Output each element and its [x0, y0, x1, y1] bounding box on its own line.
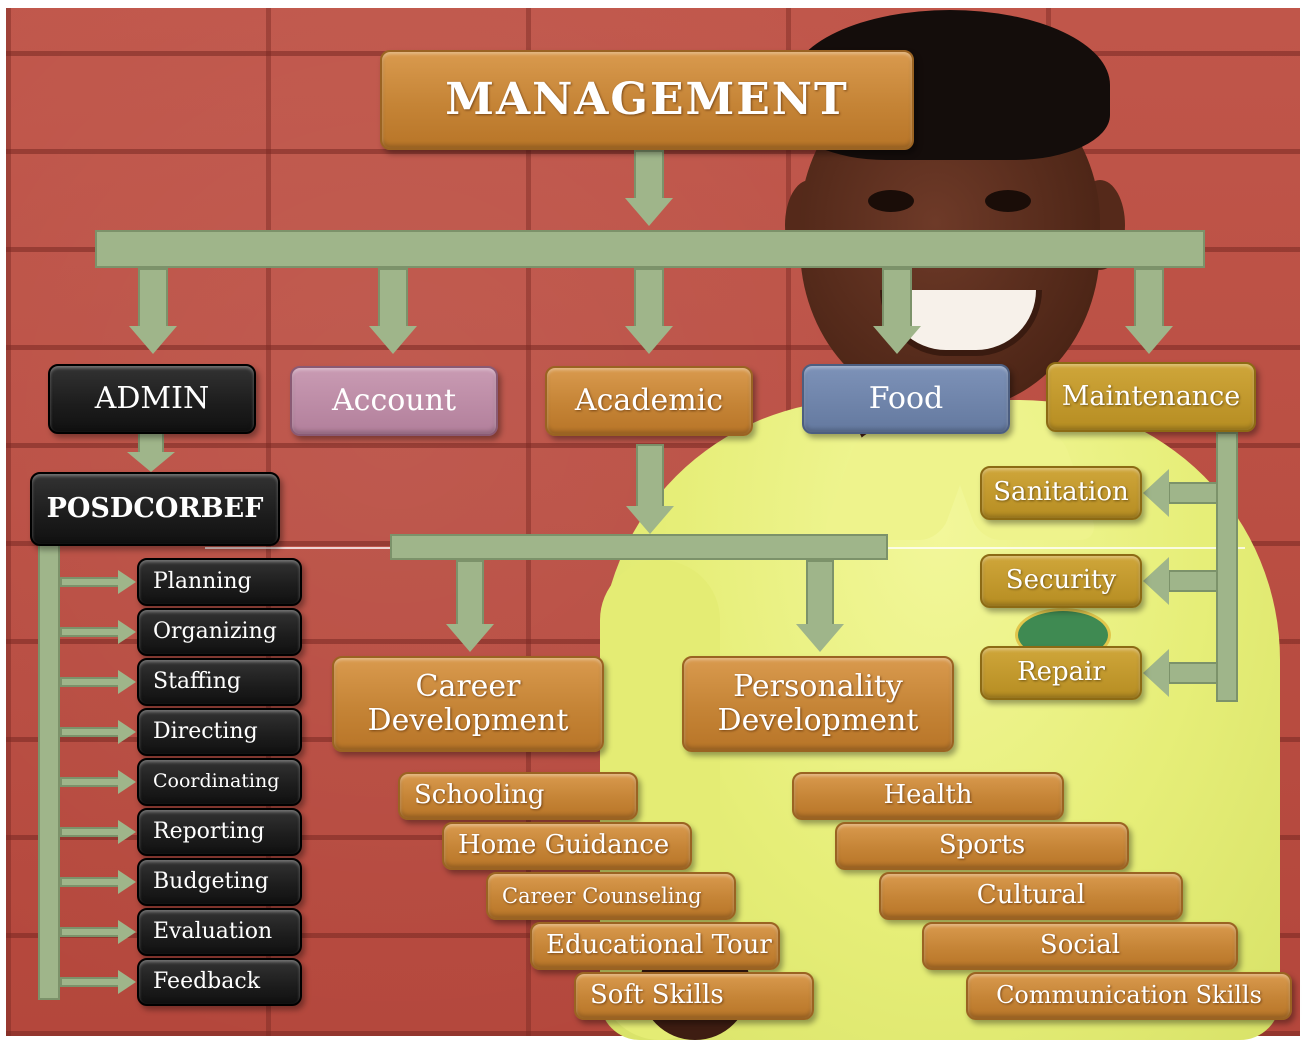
- arrow-career: [446, 624, 494, 652]
- function-connector-line: [60, 777, 120, 787]
- function-connector-line: [60, 627, 120, 637]
- arrow-account: [369, 326, 417, 354]
- connector-maintenance: [1134, 268, 1164, 328]
- career-item-soft-skills: Soft Skills: [574, 972, 814, 1020]
- function-evaluation: Evaluation: [137, 908, 302, 956]
- boy-eye-right: [985, 190, 1031, 212]
- personality-item-sports: Sports: [835, 822, 1129, 870]
- career-item-educational-tour: Educational Tour: [530, 922, 780, 970]
- personality-development-box: Personality Development: [682, 656, 954, 752]
- arrow-academic: [625, 326, 673, 354]
- career-item-career-counseling: Career Counseling: [486, 872, 736, 920]
- connector-academic: [634, 268, 664, 328]
- arrow-academic-sub: [626, 506, 674, 534]
- arrow-security: [1143, 557, 1169, 605]
- arrow-admin: [129, 326, 177, 354]
- connector-main-bar: [95, 230, 1205, 268]
- dept-academic: Academic: [545, 366, 753, 436]
- function-connector-arrow: [118, 720, 136, 744]
- maintenance-item-security: Security: [980, 554, 1142, 608]
- function-connector-arrow: [118, 970, 136, 994]
- function-connector-arrow: [118, 920, 136, 944]
- function-organizing: Organizing: [137, 608, 302, 656]
- connector-academic-bar: [390, 534, 888, 560]
- connector-academic-sub: [636, 444, 664, 510]
- connector-personality: [806, 560, 834, 626]
- arrow-sanitation: [1143, 469, 1169, 517]
- connector-admin: [138, 268, 168, 328]
- function-connector-line: [60, 677, 120, 687]
- maintenance-item-sanitation: Sanitation: [980, 466, 1142, 520]
- function-connector-arrow: [118, 770, 136, 794]
- connector-account: [378, 268, 408, 328]
- function-connector-arrow: [118, 620, 136, 644]
- personality-item-communication-skills: Communication Skills: [966, 972, 1292, 1020]
- connector-security: [1168, 570, 1218, 592]
- function-connector-arrow: [118, 870, 136, 894]
- function-planning: Planning: [137, 558, 302, 606]
- dept-food: Food: [802, 364, 1010, 434]
- connector-career: [456, 560, 484, 626]
- function-connector-arrow: [118, 820, 136, 844]
- personality-item-cultural: Cultural: [879, 872, 1183, 920]
- function-staffing: Staffing: [137, 658, 302, 706]
- connector-maintenance-spine: [1216, 432, 1238, 702]
- connector-functions-spine: [38, 544, 60, 1000]
- maintenance-item-repair: Repair: [980, 646, 1142, 700]
- function-connector-line: [60, 577, 120, 587]
- function-connector-line: [60, 877, 120, 887]
- arrow-posdcorbef: [127, 452, 175, 472]
- personality-item-social: Social: [922, 922, 1238, 970]
- function-connector-line: [60, 727, 120, 737]
- arrow-maintenance: [1125, 326, 1173, 354]
- arrow-repair: [1143, 649, 1169, 697]
- dept-admin: ADMIN: [48, 364, 256, 434]
- function-connector-line: [60, 977, 120, 987]
- function-connector-arrow: [118, 570, 136, 594]
- boy-eye-left: [868, 190, 914, 212]
- function-reporting: Reporting: [137, 808, 302, 856]
- arrow-root: [625, 198, 673, 226]
- function-connector-arrow: [118, 670, 136, 694]
- career-item-schooling: Schooling: [398, 772, 638, 820]
- function-coordinating: Coordinating: [137, 758, 302, 806]
- dept-account: Account: [290, 366, 498, 436]
- management-box: MANAGEMENT: [380, 50, 914, 150]
- function-feedback: Feedback: [137, 958, 302, 1006]
- connector-sanitation: [1168, 482, 1218, 504]
- arrow-food: [873, 326, 921, 354]
- connector-food: [882, 268, 912, 328]
- arrow-personality: [796, 624, 844, 652]
- function-connector-line: [60, 927, 120, 937]
- personality-item-health: Health: [792, 772, 1064, 820]
- dept-maintenance: Maintenance: [1046, 362, 1256, 432]
- connector-root: [634, 150, 664, 200]
- function-directing: Directing: [137, 708, 302, 756]
- career-development-box: Career Development: [332, 656, 604, 752]
- function-budgeting: Budgeting: [137, 858, 302, 906]
- function-connector-line: [60, 827, 120, 837]
- connector-repair: [1168, 662, 1218, 684]
- career-item-home-guidance: Home Guidance: [442, 822, 692, 870]
- posdcorbef-box: POSDCORBEF: [30, 472, 280, 546]
